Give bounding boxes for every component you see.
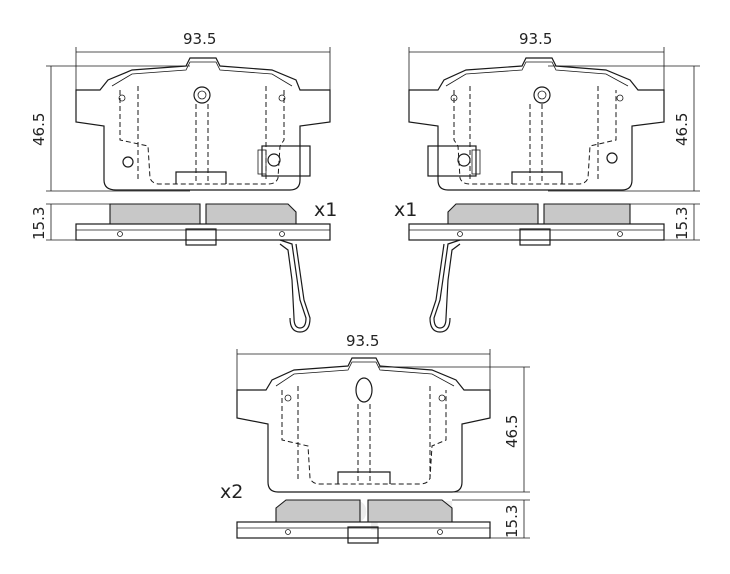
side-view-right: 15.3 xyxy=(408,203,700,333)
pad-top-right: 93.5 46.5 xyxy=(394,30,700,333)
width-label: 93.5 xyxy=(183,30,216,48)
width-label: 93.5 xyxy=(519,30,552,48)
quantity-label-left: x1 xyxy=(314,199,337,221)
width-dimension-right: 93.5 xyxy=(408,30,665,95)
pad-top-left: 93.5 46.5 xyxy=(30,30,337,333)
height-dimension-left: 46.5 xyxy=(30,65,190,192)
height-dimension-right: 46.5 xyxy=(548,65,700,192)
width-dimension-left: 93.5 xyxy=(75,30,331,95)
pad-bottom: 93.5 46.5 15.3 xyxy=(220,332,530,544)
thickness-label: 15.3 xyxy=(503,505,521,538)
width-label: 93.5 xyxy=(346,332,379,350)
thickness-label: 15.3 xyxy=(673,207,691,240)
height-label: 46.5 xyxy=(30,113,48,146)
width-dimension-bottom: 93.5 xyxy=(236,332,491,395)
thickness-label: 15.3 xyxy=(30,207,48,240)
height-label: 46.5 xyxy=(503,415,521,448)
quantity-label-right: x1 xyxy=(394,199,417,221)
quantity-label-bottom: x2 xyxy=(220,481,243,503)
height-label: 46.5 xyxy=(673,113,691,146)
side-view-bottom: 15.3 xyxy=(236,499,530,544)
side-view-left: 15.3 xyxy=(30,203,331,333)
